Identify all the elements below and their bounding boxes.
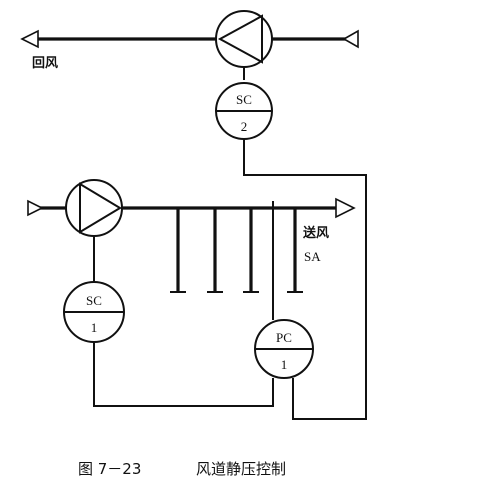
figure-number: 图 7－23 <box>78 460 141 478</box>
sc1-top-label: SC <box>86 293 102 308</box>
branch-ducts <box>170 208 303 293</box>
return-air-inlet-arrow-icon <box>342 29 359 49</box>
return-air-duct <box>20 29 359 49</box>
supply-air-abbr-label: SA <box>304 249 321 264</box>
return-air-outlet-arrow-icon <box>20 29 39 49</box>
return-fan-triangle-icon <box>217 14 263 64</box>
supply-air-outlet-arrow-icon <box>335 197 356 219</box>
supply-air-label: 送风 <box>302 225 329 241</box>
controller-sc2: SC 2 <box>215 82 273 140</box>
return-air-label: 回风 <box>32 56 58 71</box>
sc2-signal-line <box>243 139 367 420</box>
sc1-signal-line <box>93 342 274 407</box>
sc1-bottom-label: 1 <box>91 320 98 335</box>
sc2-top-label: SC <box>236 92 252 107</box>
return-fan <box>215 10 273 68</box>
figure-title: 风道静压控制 <box>196 460 286 478</box>
pc1-bottom-label: 1 <box>281 357 288 372</box>
controller-pc1: PC 1 <box>254 319 314 379</box>
supply-fan <box>65 179 123 237</box>
supply-fan-triangle-icon <box>79 182 122 234</box>
supply-air-inlet-arrow-icon <box>27 199 44 217</box>
controller-sc1: SC 1 <box>63 281 125 343</box>
pc1-top-label: PC <box>276 330 292 345</box>
sc2-bottom-label: 2 <box>241 119 248 134</box>
